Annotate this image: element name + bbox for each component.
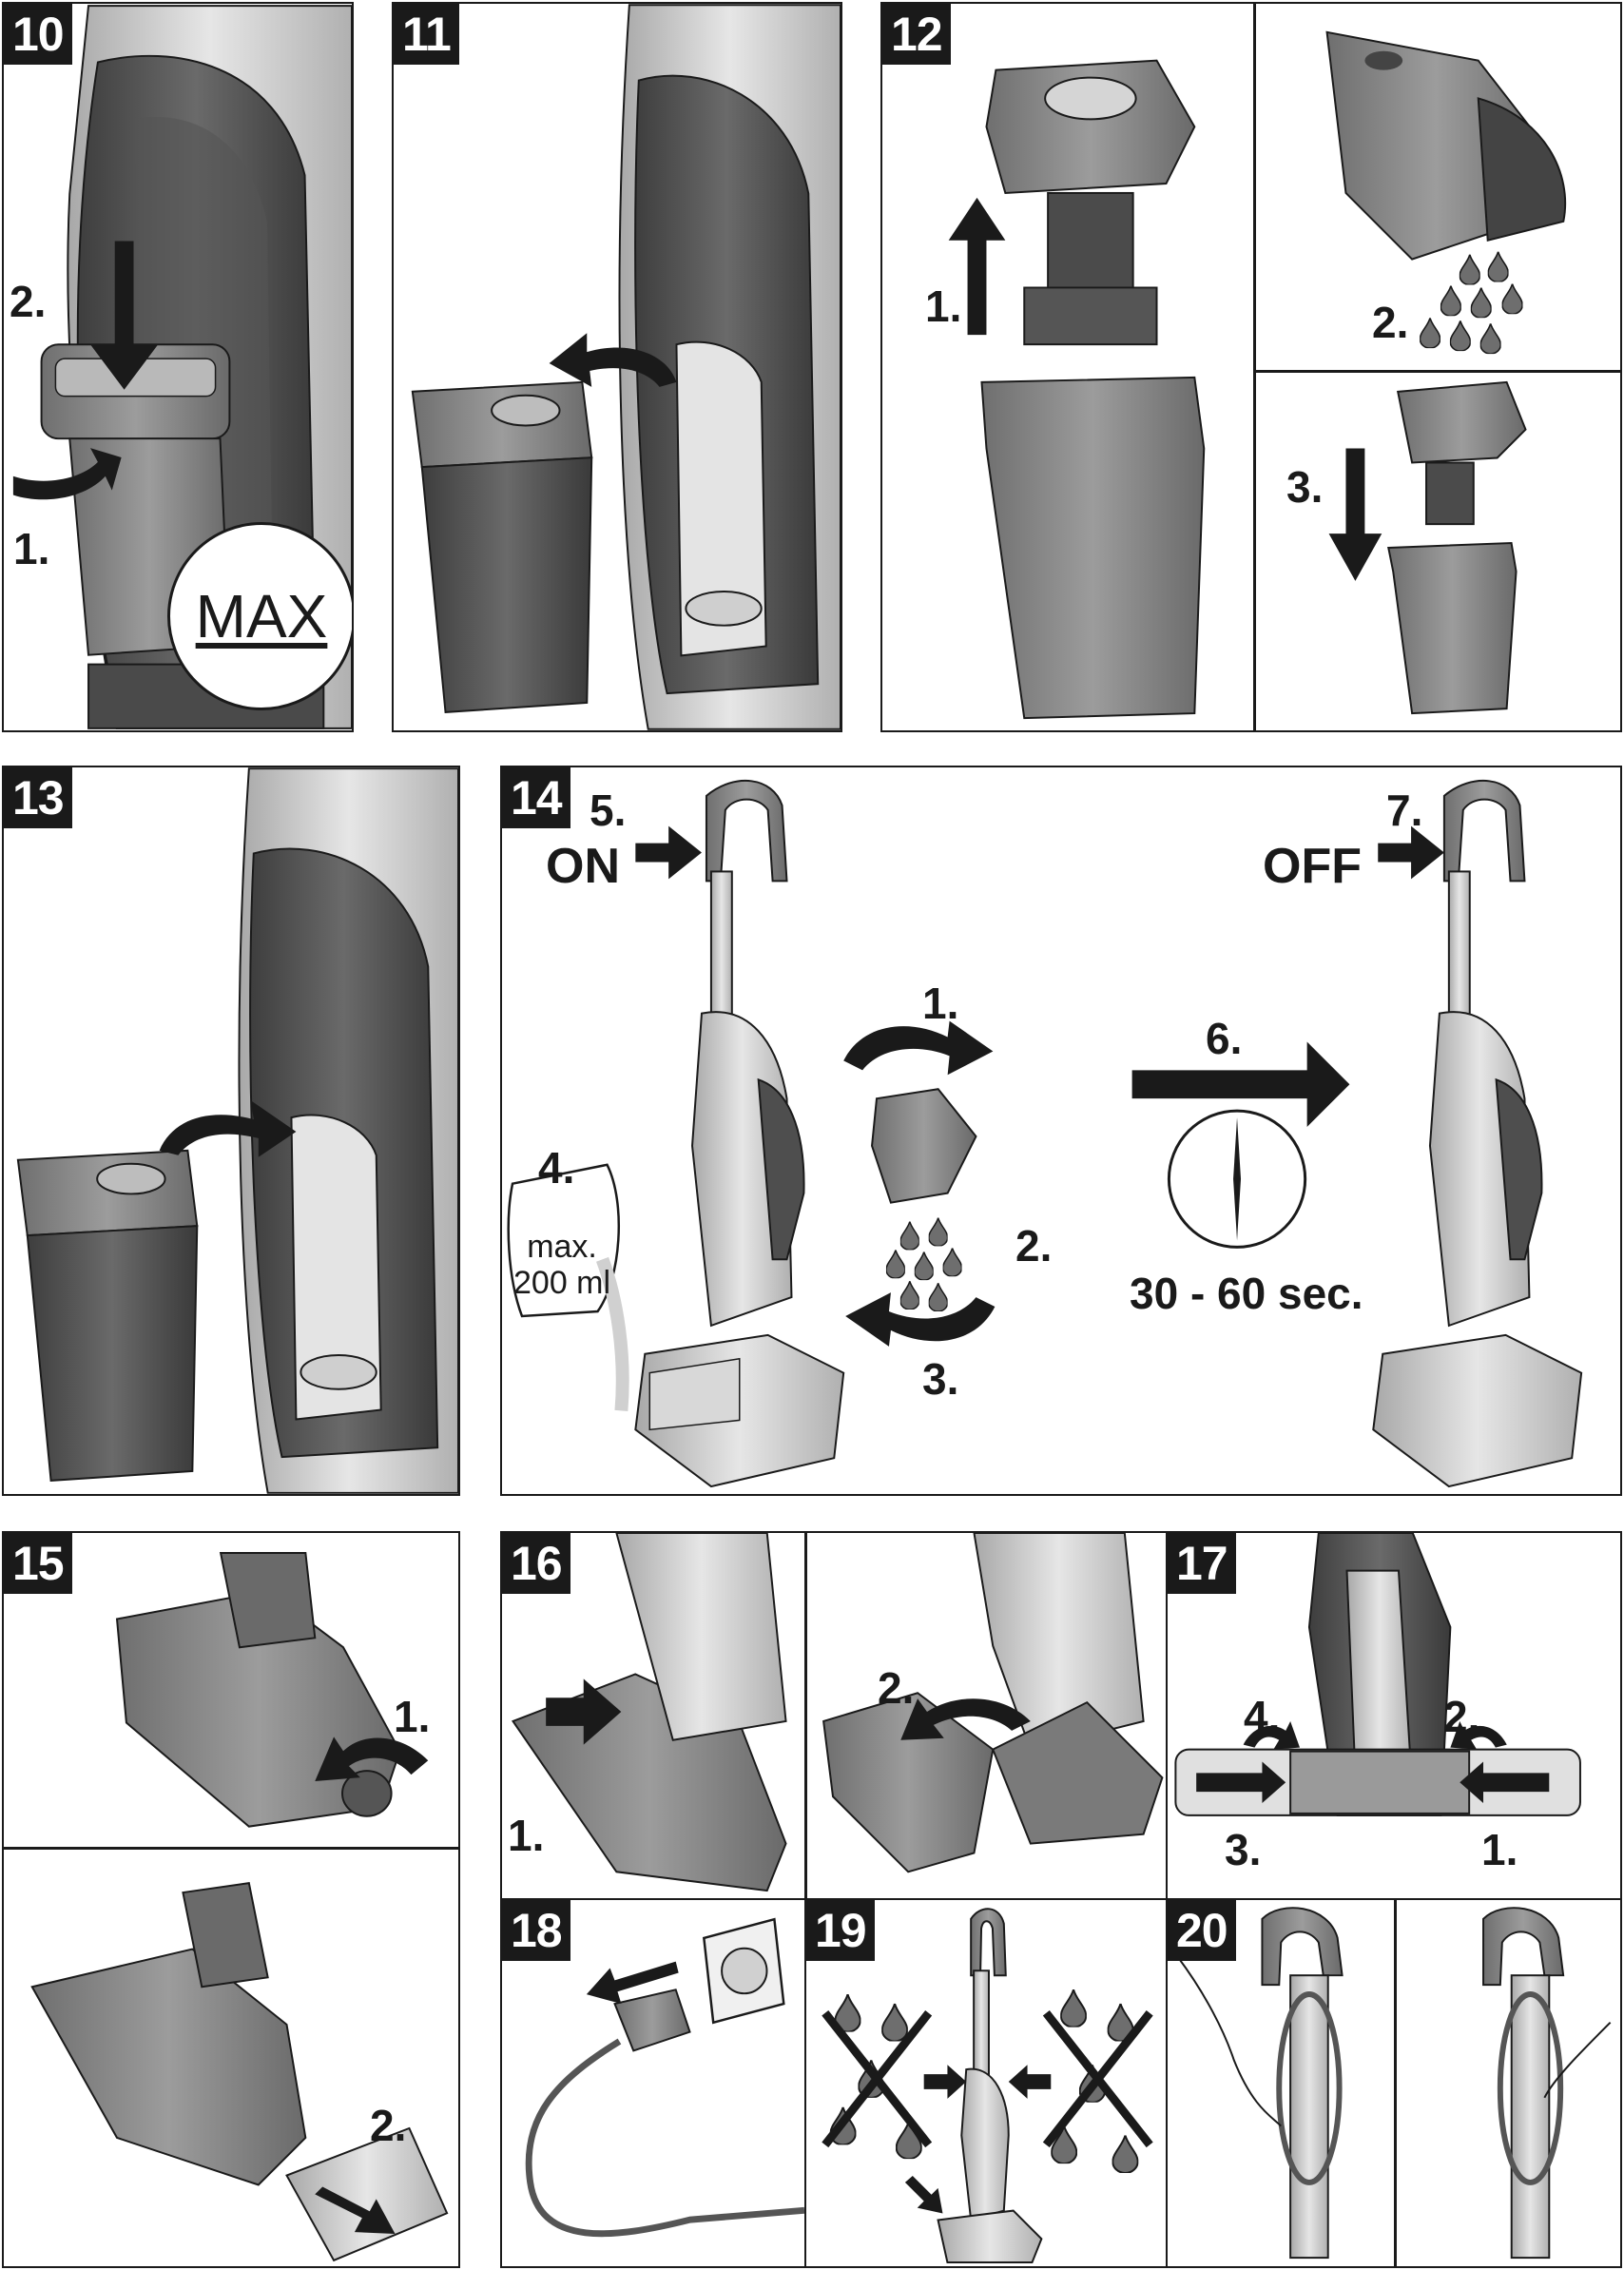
water-drop-icon	[885, 1217, 962, 1312]
step-label: 2.	[1372, 298, 1409, 347]
step-label: 2.	[878, 1663, 915, 1713]
figure-10: 10 2. 1. MAX	[2, 2, 354, 732]
figure-number: 18	[502, 1900, 570, 1961]
unplug-illustration	[525, 1917, 804, 2238]
arrow-icon	[1196, 1720, 1550, 1804]
storage-illustration	[937, 1908, 1043, 2263]
nozzle-release-illustration	[511, 1533, 1164, 1892]
off-label: OFF	[1263, 839, 1362, 894]
step-label: 1.	[1481, 1825, 1518, 1874]
timer-label: 30 - 60 sec.	[1130, 1269, 1363, 1318]
step-label: 1.	[925, 281, 962, 331]
step-label: 1.	[922, 979, 959, 1028]
cord-storage-illustration	[1176, 1907, 1612, 2260]
figure-number: 16	[502, 1533, 570, 1594]
step-label: 1.	[394, 1692, 431, 1741]
arrow-icon	[635, 825, 1444, 1347]
step-label: 7.	[1386, 786, 1423, 835]
panel-divider	[4, 1847, 458, 1850]
step-label: 1.	[508, 1811, 545, 1860]
figure-15: 15 1. 2.	[2, 1531, 460, 2268]
arrow-icon	[315, 1736, 429, 2235]
water-drop-icon	[1420, 251, 1523, 355]
step-label: 2.	[1443, 1692, 1480, 1741]
figure-17: 17 1. 2. 3. 4.	[1166, 1531, 1622, 1900]
step-label: 1.	[13, 524, 50, 573]
step-label: 3.	[1225, 1825, 1262, 1874]
figure-20: 20	[1166, 1898, 1622, 2268]
figure-number: 11	[394, 4, 459, 65]
arrow-icon	[159, 1100, 297, 1157]
cup-max-label: max.	[527, 1229, 597, 1265]
arrow-icon	[546, 1678, 1031, 1745]
step-label: 3.	[922, 1354, 959, 1404]
cross-icon	[822, 2010, 1153, 2148]
tank-insertion-illustration	[16, 767, 458, 1494]
figure-11: 11	[392, 2, 842, 732]
max-level-callout: MAX	[167, 522, 352, 710]
step-label: 2.	[370, 2101, 407, 2150]
arrow-icon	[948, 197, 1382, 581]
figure-number: 10	[4, 4, 72, 65]
figure-number: 17	[1168, 1533, 1236, 1594]
arrow-icon	[586, 1961, 679, 2005]
tank-removal-illustration	[411, 4, 841, 730]
descaling-illustration	[507, 779, 1583, 1488]
plug-icon	[613, 1989, 691, 2052]
on-label: ON	[546, 839, 620, 894]
panel-divider	[1253, 4, 1256, 730]
figure-19: 19	[804, 1898, 1168, 2268]
measuring-cup-label: max. 200 ml	[513, 1229, 610, 1301]
step-label: 4.	[538, 1143, 575, 1193]
figure-number: 20	[1168, 1900, 1236, 1961]
step-label: 2.	[1015, 1221, 1053, 1271]
figure-number: 15	[4, 1533, 72, 1594]
arrow-icon	[549, 333, 677, 387]
filter-cleaning-illustration	[980, 30, 1567, 720]
max-level-label: MAX	[195, 582, 328, 650]
step-label: 6.	[1206, 1014, 1243, 1063]
arrow-icon	[12, 241, 159, 500]
figure-number: 19	[806, 1900, 875, 1961]
panel-divider	[804, 1533, 807, 1898]
vacuum-tank-illustration	[40, 5, 352, 729]
figure-18: 18	[500, 1898, 806, 2268]
step-label: 5.	[590, 786, 627, 835]
figure-12: 12 1. 2. 3.	[880, 2, 1622, 732]
figure-13: 13	[2, 766, 460, 1496]
step-label: 3.	[1286, 462, 1324, 512]
panel-divider	[1394, 1900, 1397, 2266]
figure-number: 14	[502, 767, 570, 828]
figure-16: 16 1. 2.	[500, 1531, 1168, 1900]
step-label: 2.	[10, 277, 47, 326]
cup-volume-label: 200 ml	[513, 1265, 611, 1301]
arrow-icon	[904, 2065, 1052, 2214]
figure-number: 13	[4, 767, 72, 828]
step-label: 4.	[1244, 1692, 1281, 1741]
figure-14: 14 5. ON 1.	[500, 766, 1622, 1496]
panel-divider	[1253, 370, 1620, 373]
figure-number: 12	[882, 4, 951, 65]
